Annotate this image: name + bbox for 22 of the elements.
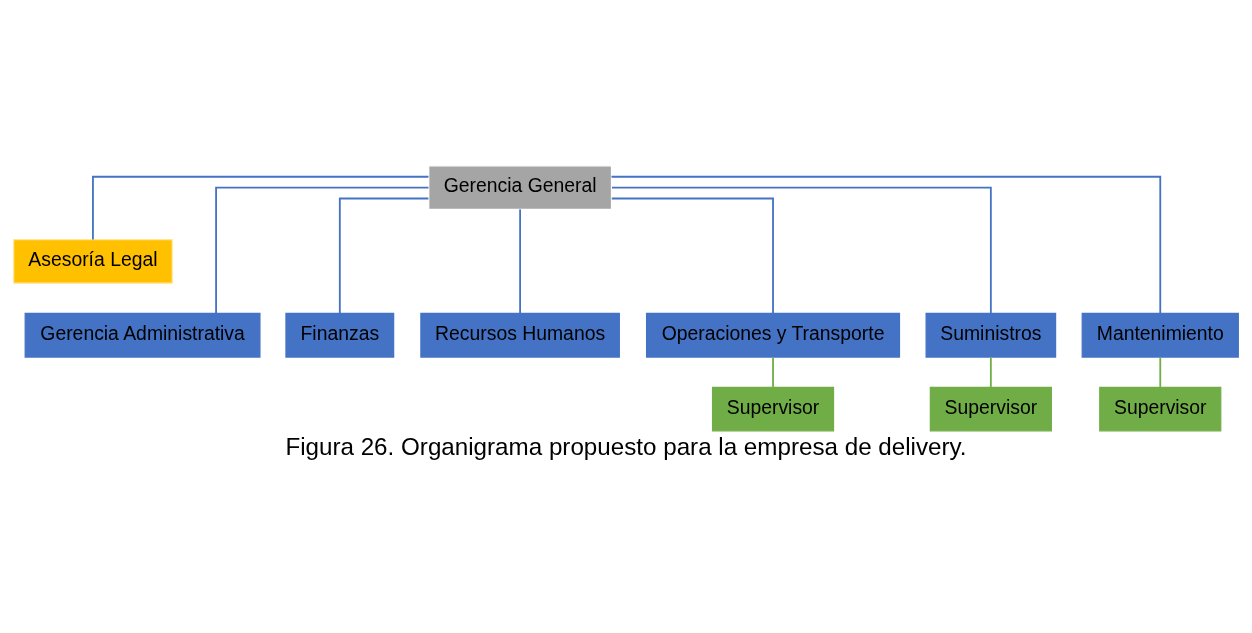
- node-box: Operaciones y Transporte: [645, 312, 901, 358]
- node-box: Suministros: [925, 312, 1057, 358]
- node-box: Supervisor: [929, 386, 1052, 432]
- caption: Figura 26. Organigrama propuesto para la empresa de delivery.: [285, 433, 967, 461]
- connector: [519, 208, 521, 315]
- node-box: Finanzas: [285, 312, 395, 358]
- connector: [92, 175, 430, 241]
- connector: [772, 356, 774, 388]
- connector: [989, 356, 992, 388]
- connector: [215, 186, 430, 315]
- node-box: Mantenimiento: [1081, 312, 1239, 358]
- node-box: Gerencia Administrativa: [24, 312, 261, 358]
- node-box: Supervisor: [711, 386, 835, 432]
- connector: [611, 186, 992, 315]
- node-box: Asesoría Legal: [13, 239, 173, 284]
- connector: [1159, 356, 1162, 388]
- connector: [610, 197, 774, 315]
- node-box: Recursos Humanos: [420, 312, 620, 358]
- node-box: Supervisor: [1099, 386, 1222, 432]
- node-box: Gerencia General: [428, 165, 613, 210]
- connector: [610, 175, 1162, 315]
- connector: [338, 197, 430, 315]
